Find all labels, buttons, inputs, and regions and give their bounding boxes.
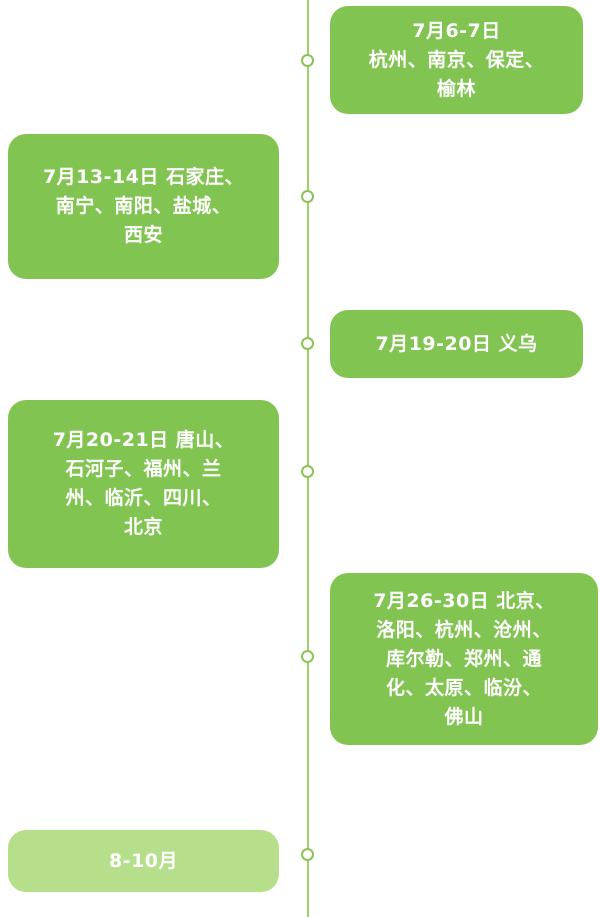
- event-card-jul-20-21: 7月20-21日 唐山、 石河子、福州、兰 州、临沂、四川、 北京: [8, 400, 279, 568]
- timeline-node: [301, 848, 314, 861]
- event-card-jul-26-30: 7月26-30日 北京、 洛阳、杭州、沧州、 库尔勒、郑州、通 化、太原、临汾、…: [330, 573, 598, 745]
- event-card-aug-oct: 8-10月: [8, 830, 279, 892]
- event-card-jul-19-20: 7月19-20日 义乌: [330, 310, 583, 378]
- timeline-node: [301, 337, 314, 350]
- event-text: 7月20-21日 唐山、 石河子、福州、兰 州、临沂、四川、 北京: [52, 429, 235, 538]
- event-card-jul-6-7: 7月6-7日 杭州、南京、保定、 榆林: [330, 6, 583, 114]
- timeline-node: [301, 54, 314, 67]
- event-text: 7月19-20日 义乌: [375, 332, 538, 355]
- event-card-jul-13-14: 7月13-14日 石家庄、 南宁、南阳、盐城、 西安: [8, 134, 279, 279]
- event-text: 8-10月: [108, 849, 179, 872]
- timeline-node: [301, 190, 314, 203]
- timeline-node: [301, 465, 314, 478]
- event-text: 7月26-30日 北京、 洛阳、杭州、沧州、 库尔勒、郑州、通 化、太原、临汾、…: [373, 589, 555, 728]
- event-text: 7月6-7日 杭州、南京、保定、 榆林: [368, 19, 545, 100]
- event-text: 7月13-14日 石家庄、 南宁、南阳、盐城、 西安: [42, 166, 245, 246]
- timeline-node: [301, 650, 314, 663]
- timeline-line: [307, 0, 309, 917]
